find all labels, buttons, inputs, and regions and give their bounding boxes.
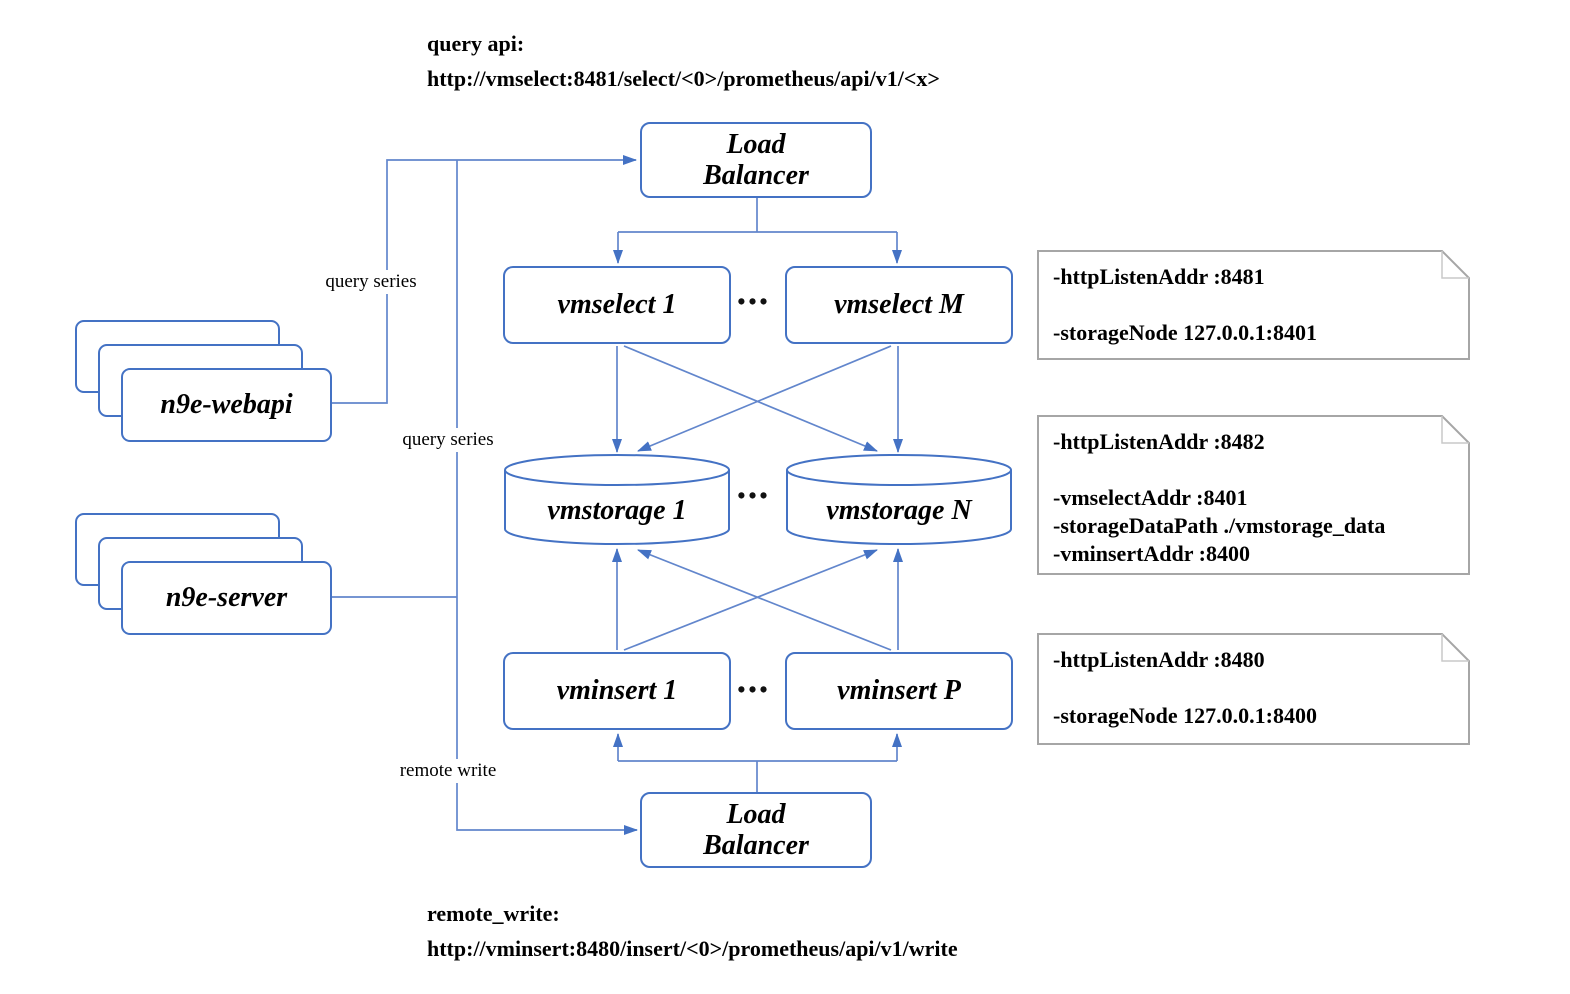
load-balancer-top-label-line2: Balancer xyxy=(703,160,809,191)
query-series-label-mid: query series xyxy=(397,428,499,452)
vmselect-m-label: vmselect M xyxy=(834,289,964,321)
note-line: -storageNode 127.0.0.1:8401 xyxy=(1053,320,1317,345)
vmstorage-config-note: -httpListenAddr :8482 -vmselectAddr :840… xyxy=(1037,415,1470,575)
remote-write-label: remote write xyxy=(394,759,502,783)
n9e-server-node: n9e-server xyxy=(121,561,332,635)
cylinder-shape xyxy=(504,454,730,545)
edge-vmselect1-storageN xyxy=(623,345,878,452)
query-api-annotation: query api: http://vmselect:8481/select/<… xyxy=(427,26,940,96)
edge-vmselectM-storage1 xyxy=(637,345,892,452)
edge-vminsert1-storageN xyxy=(623,549,878,651)
cylinder-shape xyxy=(786,454,1012,545)
edge-vminsertP-storage1 xyxy=(637,549,892,651)
vmselect-ellipsis: ••• xyxy=(737,289,771,314)
vmstorage-1-node: vmstorage 1 xyxy=(503,453,731,547)
vmselect-m-node: vmselect M xyxy=(785,266,1013,344)
vminsert-1-node: vminsert 1 xyxy=(503,652,731,730)
edge-server-trunk xyxy=(456,160,638,835)
note-line: -httpListenAddr :8480 xyxy=(1053,647,1265,672)
vminsert-p-label: vminsert P xyxy=(837,675,961,707)
note-line: -vminsertAddr :8400 xyxy=(1053,541,1250,566)
note-line: -storageNode 127.0.0.1:8400 xyxy=(1053,703,1317,728)
vmselect-config-note: -httpListenAddr :8481 -storageNode 127.0… xyxy=(1037,250,1470,360)
vmstorage-1-label: vmstorage 1 xyxy=(547,495,687,526)
note-line xyxy=(1053,291,1454,319)
remote-write-title: remote_write: xyxy=(427,901,560,926)
note-line xyxy=(1053,456,1454,484)
note-shape xyxy=(1037,250,1470,360)
vmstorage-ellipsis: ••• xyxy=(737,483,771,508)
remote-write-annotation: remote_write: http://vminsert:8480/inser… xyxy=(427,896,958,966)
n9e-webapi-node: n9e-webapi xyxy=(121,368,332,442)
vminsert-p-node: vminsert P xyxy=(785,652,1013,730)
note-shape xyxy=(1037,633,1470,745)
vminsert-ellipsis: ••• xyxy=(737,677,771,702)
n9e-webapi-label: n9e-webapi xyxy=(160,389,293,420)
vminsert-1-label: vminsert 1 xyxy=(556,675,678,707)
vminsert-config-note: -httpListenAddr :8480 -storageNode 127.0… xyxy=(1037,633,1470,745)
vmstorage-n-node: vmstorage N xyxy=(785,453,1013,547)
load-balancer-bottom-node: Load Balancer xyxy=(640,792,872,868)
note-line: -httpListenAddr :8481 xyxy=(1053,264,1265,289)
load-balancer-bottom-label-line2: Balancer xyxy=(703,830,809,861)
note-line: -storageDataPath ./vmstorage_data xyxy=(1053,513,1386,538)
vmselect-1-node: vmselect 1 xyxy=(503,266,731,344)
vmstorage-n-label: vmstorage N xyxy=(826,495,972,526)
note-line: -httpListenAddr :8482 xyxy=(1053,429,1265,454)
note-line: -vmselectAddr :8401 xyxy=(1053,485,1248,510)
query-api-title: query api: xyxy=(427,31,525,56)
n9e-server-label: n9e-server xyxy=(165,582,288,613)
load-balancer-bottom-label-line1: Load xyxy=(726,798,786,830)
query-api-url: http://vmselect:8481/select/<0>/promethe… xyxy=(427,66,940,91)
note-shape xyxy=(1037,415,1470,575)
query-series-label-top: query series xyxy=(320,270,422,294)
remote-write-url: http://vminsert:8480/insert/<0>/promethe… xyxy=(427,936,958,961)
note-line xyxy=(1053,674,1454,702)
vmselect-1-label: vmselect 1 xyxy=(557,289,677,321)
load-balancer-top-label-line1: Load xyxy=(726,128,786,160)
load-balancer-top-node: Load Balancer xyxy=(640,122,872,198)
